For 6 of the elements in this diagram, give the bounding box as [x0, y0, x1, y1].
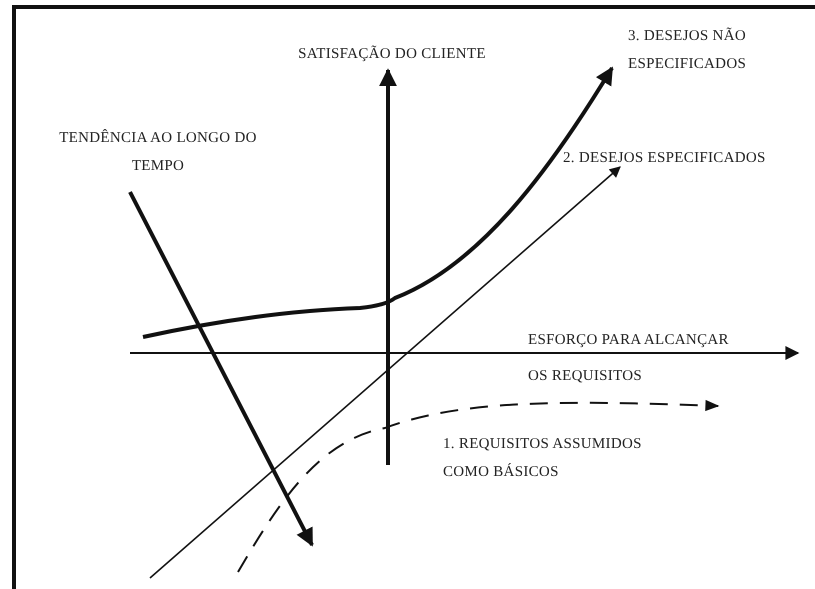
axis-label: SATISFAÇÃO DO CLIENTE: [297, 44, 487, 64]
curve-label: 1. REQUISITOS ASSUMIDOS COMO BÁSICOS: [443, 435, 643, 482]
trend-label: TENDÊNCIA AO LONGO DO TEMPO: [58, 128, 258, 176]
curve-label: 3. DESEJOS NÃO ESPECIFICADOS: [628, 26, 748, 74]
line-label: 2. DESEJOS ESPECIFICADOS: [563, 149, 767, 168]
axis-label: ESFORÇO PARA ALCANÇAR OS REQUISITOS: [528, 331, 730, 386]
